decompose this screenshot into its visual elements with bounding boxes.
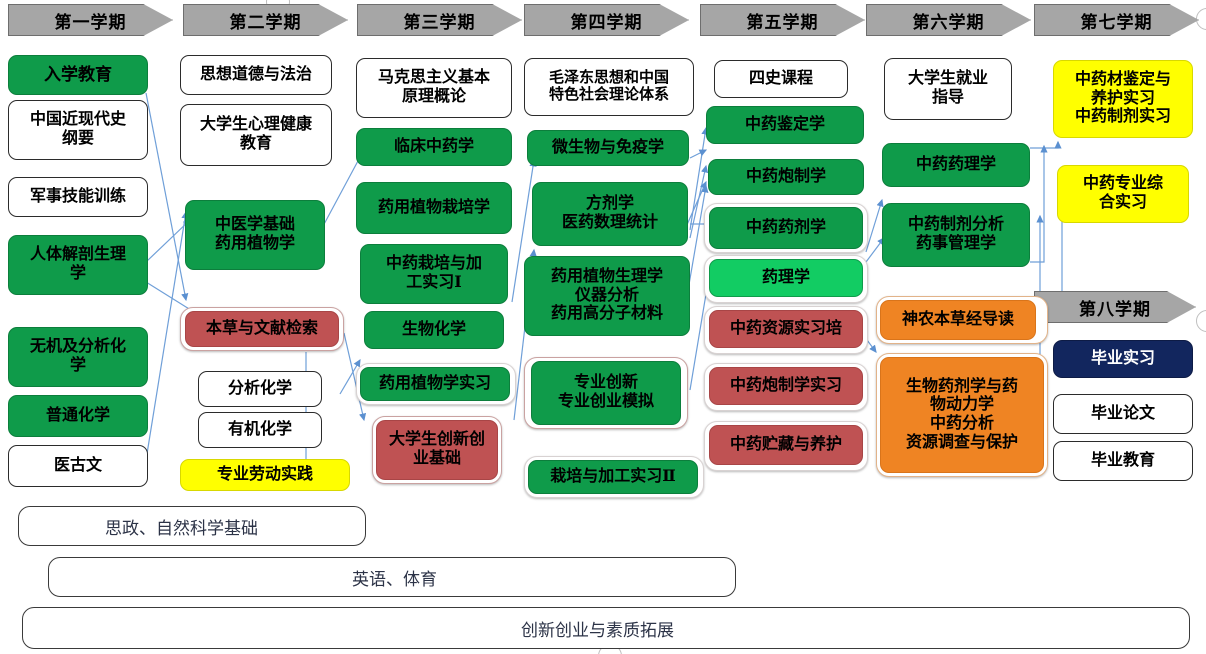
semester-header-6: 第六学期 [866, 4, 1031, 36]
course-box[interactable]: 马克思主义基本 原理概论 [356, 58, 512, 118]
course-box[interactable]: 分析化学 [198, 371, 322, 407]
semester-header-7: 第七学期 [1034, 4, 1199, 36]
course-box[interactable]: 军事技能训练 [8, 177, 148, 217]
decor-circle-right [1196, 8, 1206, 30]
course-box[interactable]: 专业创新 专业创业模拟 [531, 361, 681, 425]
bottom-bar-innovation[interactable]: 创新创业与素质拓展 [22, 607, 1190, 649]
course-box[interactable]: 大学生心理健康 教育 [180, 104, 332, 166]
semester-header-1-label: 第一学期 [54, 12, 127, 32]
course-box[interactable]: 大学生创新创 业基础 [376, 420, 498, 480]
course-box[interactable]: 生物化学 [364, 311, 504, 349]
semester-header-8-label: 第八学期 [1079, 299, 1151, 319]
course-box[interactable]: 栽培与加工实习Ⅱ [528, 460, 698, 494]
semester-header-8: 第八学期 [1034, 291, 1196, 323]
semester-header-1: 第一学期 [8, 4, 173, 36]
semester-header-6-label: 第六学期 [912, 12, 985, 32]
course-box[interactable]: 毕业实习 [1053, 340, 1193, 378]
course-box[interactable]: 无机及分析化 学 [8, 327, 148, 387]
course-box[interactable]: 本草与文献检索 [185, 311, 339, 347]
semester-header-3: 第三学期 [357, 4, 522, 36]
bottom-bar-general[interactable]: 英语、体育 [48, 557, 736, 597]
course-box[interactable]: 微生物与免疫学 [527, 130, 689, 166]
course-box[interactable]: 中国近现代史 纲要 [8, 100, 148, 160]
course-box[interactable]: 中药鉴定学 [706, 106, 864, 144]
bottom-bar-label: 思政、自然科学基础 [105, 518, 258, 538]
course-box[interactable]: 人体解剖生理 学 [8, 235, 148, 295]
course-box[interactable]: 药理学 [709, 259, 863, 297]
semester-header-2-label: 第二学期 [229, 12, 302, 32]
course-box[interactable]: 中药贮藏与养护 [709, 425, 863, 465]
bottom-bar-label: 创新创业与素质拓展 [521, 620, 674, 640]
course-box[interactable]: 生物药剂学与药 物动力学 中药分析 资源调查与保护 [880, 357, 1044, 473]
course-box[interactable]: 中药制剂分析 药事管理学 [882, 203, 1030, 267]
course-box[interactable]: 专业劳动实践 [180, 459, 350, 491]
course-box[interactable]: 中药材鉴定与 养护实习 中药制剂实习 [1053, 60, 1193, 138]
course-box[interactable]: 中药药剂学 [709, 207, 863, 249]
semester-header-4: 第四学期 [524, 4, 689, 36]
course-box[interactable]: 思想道德与法治 [180, 55, 332, 95]
semester-header-3-label: 第三学期 [403, 12, 476, 32]
semester-header-5: 第五学期 [700, 4, 865, 36]
course-box[interactable]: 有机化学 [198, 412, 322, 448]
semester-header-5-label: 第五学期 [746, 12, 819, 32]
semester-header-7-label: 第七学期 [1080, 12, 1153, 32]
decor-circle-right2 [1196, 310, 1206, 332]
course-box[interactable]: 毕业教育 [1053, 441, 1193, 481]
course-box[interactable]: 中药专业综 合实习 [1057, 165, 1189, 223]
course-box[interactable]: 中药资源实习培 [709, 310, 863, 348]
course-box[interactable]: 药用植物学实习 [360, 367, 510, 401]
course-box[interactable]: 中药药理学 [882, 143, 1030, 187]
course-box[interactable]: 临床中药学 [356, 128, 512, 166]
course-box[interactable]: 方剂学 医药数理统计 [532, 182, 688, 246]
course-box[interactable]: 医古文 [8, 445, 148, 487]
course-box[interactable]: 神农本草经导读 [880, 300, 1036, 340]
course-box[interactable]: 普通化学 [8, 395, 148, 437]
bottom-bar-foundation[interactable]: 思政、自然科学基础 [18, 506, 366, 546]
bottom-bar-label: 英语、体育 [352, 569, 437, 589]
semester-header-4-label: 第四学期 [570, 12, 643, 32]
course-box[interactable]: 毛泽东思想和中国 特色社会理论体系 [524, 58, 694, 116]
course-box[interactable]: 药用植物生理学 仪器分析 药用高分子材料 [524, 256, 690, 336]
course-box[interactable]: 入学教育 [8, 55, 148, 95]
semester-header-2: 第二学期 [183, 4, 348, 36]
course-box[interactable]: 中药炮制学 [708, 159, 864, 195]
course-box[interactable]: 中医学基础 药用植物学 [185, 200, 325, 270]
course-box[interactable]: 大学生就业 指导 [884, 58, 1012, 120]
course-box[interactable]: 中药炮制学实习 [709, 367, 863, 405]
course-box[interactable]: 中药栽培与加 工实习Ⅰ [360, 244, 508, 304]
course-box[interactable]: 药用植物栽培学 [356, 182, 512, 234]
course-box[interactable]: 毕业论文 [1053, 394, 1193, 434]
course-box[interactable]: 四史课程 [714, 60, 848, 98]
